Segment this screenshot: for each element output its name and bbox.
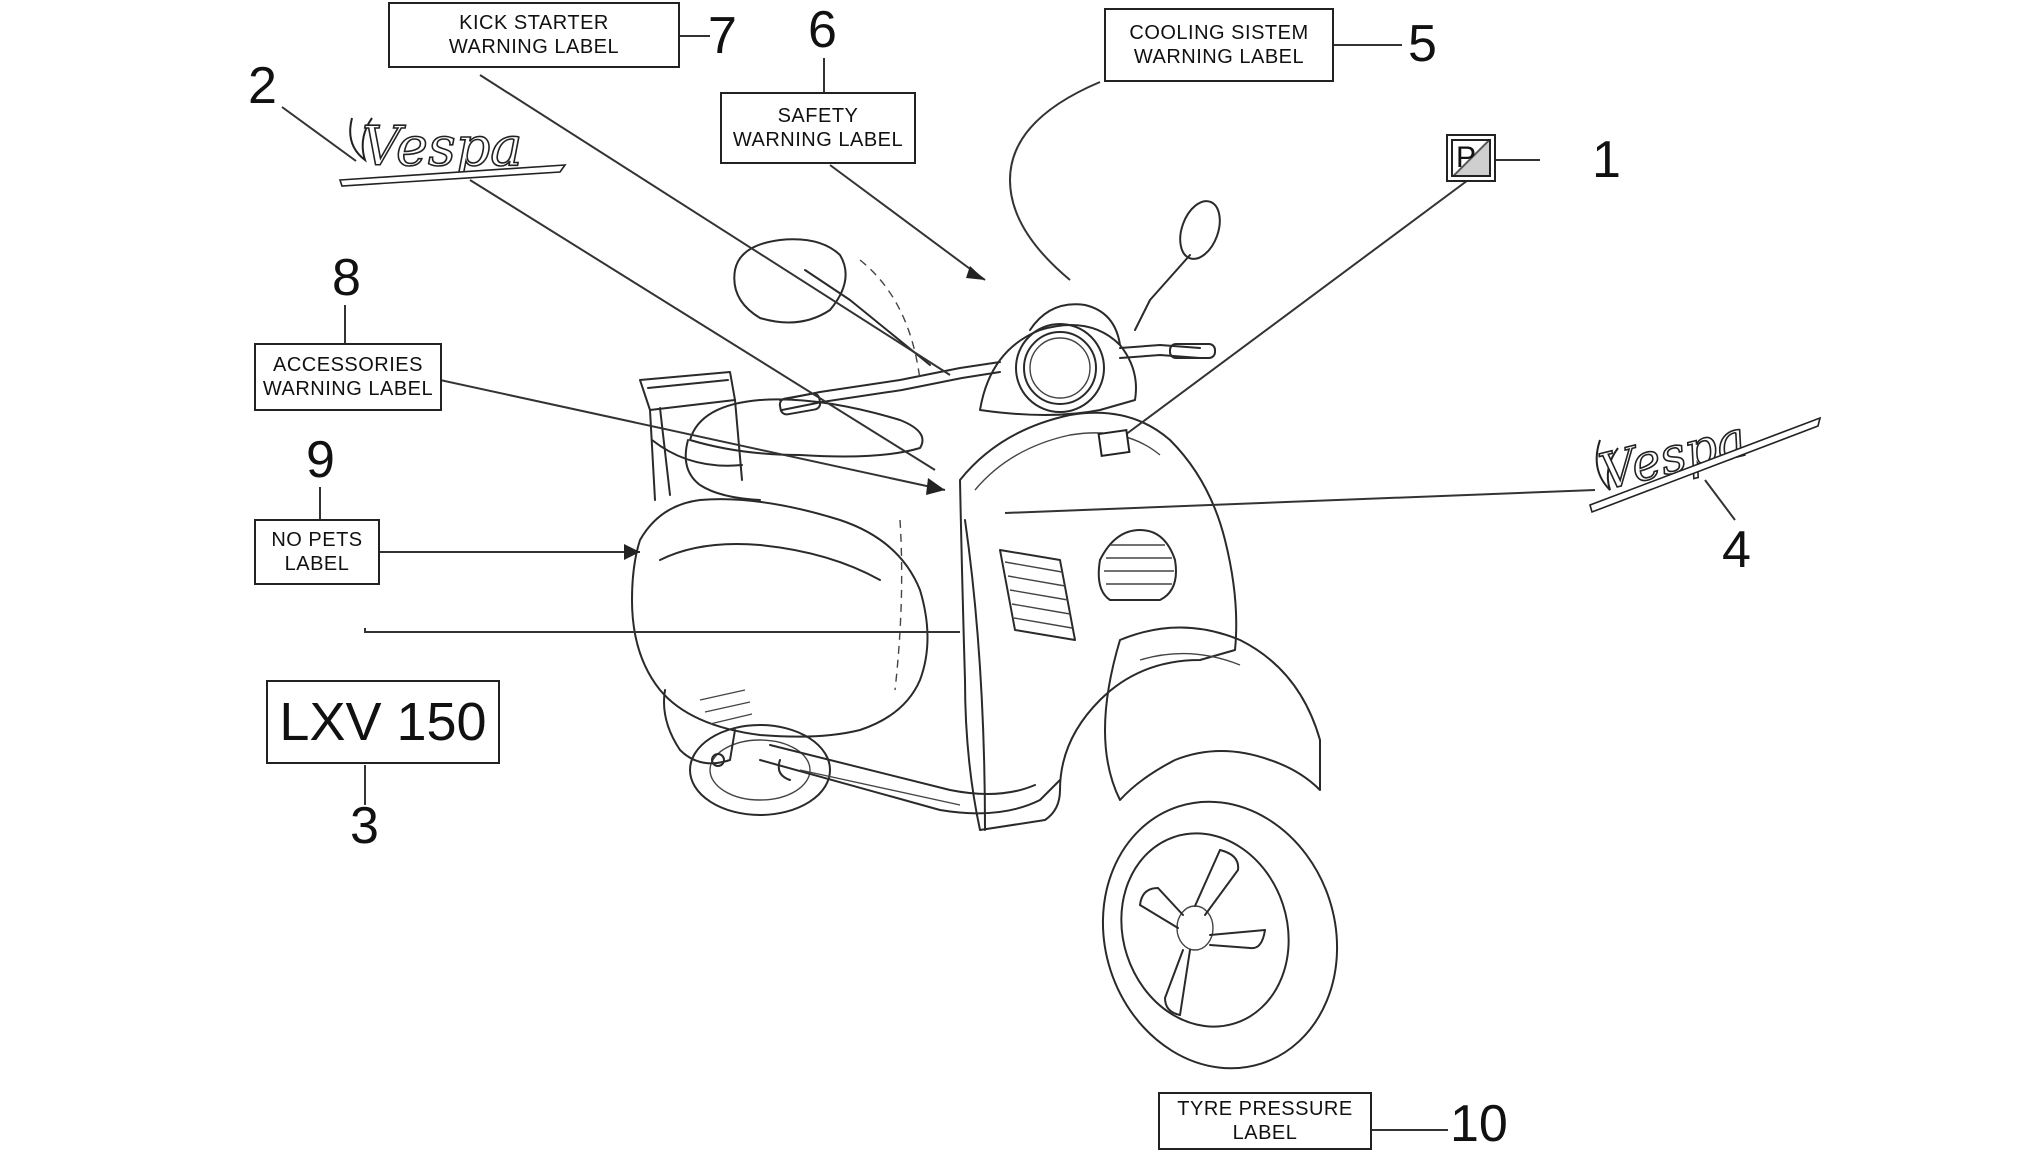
callout-number-7: 7 (708, 7, 737, 65)
parking-label-symbol: P (1456, 141, 1477, 174)
tyre-pressure-label-line1: TYRE PRESSURE (1177, 1098, 1353, 1120)
callout-number-6: 6 (808, 1, 837, 59)
no-pets-label-box: NO PETS LABEL (254, 519, 380, 585)
cooling-system-warning-label-box: COOLING SISTEM WARNING LABEL (1104, 8, 1334, 82)
accessories-label-line2: WARNING LABEL (262, 378, 434, 400)
kick-starter-label-line2: WARNING LABEL (448, 36, 620, 58)
no-pets-label-line2: LABEL (284, 553, 350, 575)
callout-number-4: 4 (1722, 521, 1751, 579)
callout-number-8: 8 (332, 249, 361, 307)
model-badge-box: LXV 150 (266, 680, 500, 764)
model-badge-text: LXV 150 (279, 692, 487, 752)
kick-starter-connector (680, 35, 710, 37)
accessories-label-line1: ACCESSORIES (273, 354, 423, 376)
safety-label-line2: WARNING LABEL (732, 129, 904, 151)
cooling-label-line1: COOLING SISTEM (1129, 22, 1309, 44)
vespa-logo-left: Vespa (338, 114, 567, 187)
safety-connector (823, 58, 825, 92)
callout-number-2: 2 (248, 57, 277, 115)
parking-sticker-on-body (1097, 429, 1131, 457)
tyre-pressure-label-line2: LABEL (1232, 1122, 1298, 1144)
callout-number-3: 3 (350, 797, 379, 855)
safety-label-line1: SAFETY (777, 105, 859, 127)
vespa-logo-left-text: Vespa (362, 115, 522, 178)
kick-starter-label-line1: KICK STARTER (459, 12, 609, 34)
callout-number-5: 5 (1408, 15, 1437, 73)
vespa-logo-right: Vespa (1589, 409, 1822, 514)
accessories-warning-label-box: ACCESSORIES WARNING LABEL (254, 343, 442, 411)
arrowheads (624, 266, 985, 560)
parking-label-inner: P (1451, 139, 1491, 177)
kick-starter-warning-label-box: KICK STARTER WARNING LABEL (388, 2, 680, 68)
scooter-illustration (631, 200, 1339, 1070)
safety-warning-label-box: SAFETY WARNING LABEL (720, 92, 916, 164)
tyre-pressure-label-box: TYRE PRESSURE LABEL (1158, 1092, 1372, 1150)
callout-number-1: 1 (1592, 131, 1621, 189)
parking-label-box: P (1446, 134, 1496, 182)
leader-lines (319, 44, 1736, 1131)
cooling-label-line2: WARNING LABEL (1133, 46, 1305, 68)
no-pets-label-line1: NO PETS (271, 529, 363, 551)
logo-left-connector (281, 106, 357, 162)
callout-number-10: 10 (1450, 1095, 1508, 1151)
callout-number-9: 9 (306, 431, 335, 489)
